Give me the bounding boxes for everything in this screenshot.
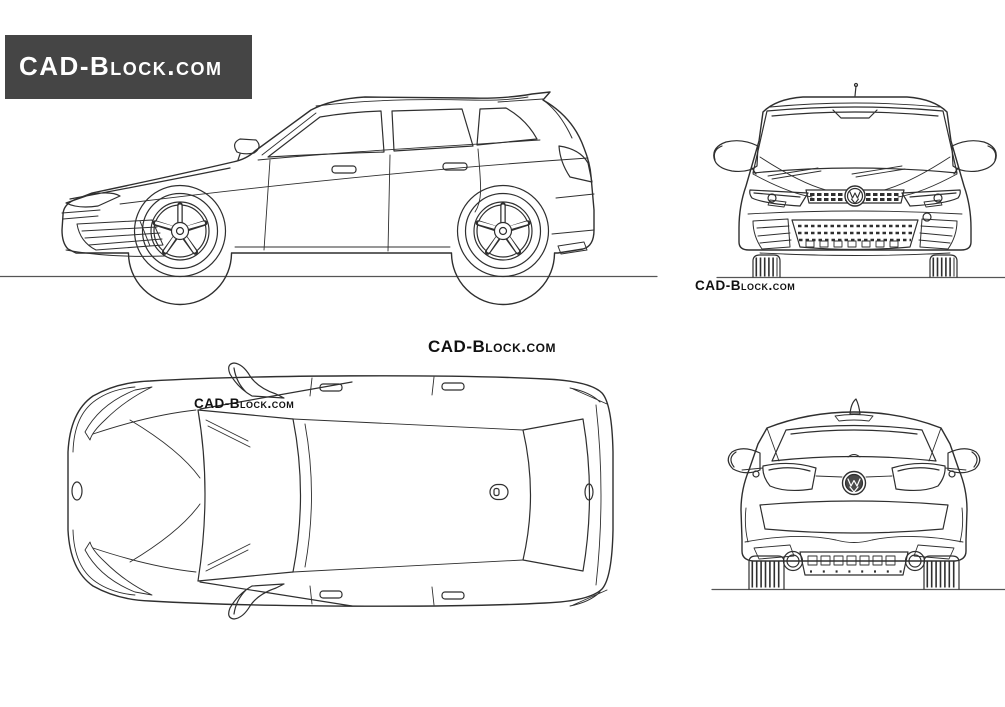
top-a-pillars — [197, 381, 353, 607]
rear-bumper-crease — [744, 536, 964, 543]
front-grille-band — [805, 189, 905, 204]
side-body-outline — [61, 91, 595, 306]
top-wipers — [205, 419, 251, 572]
vw-emblem-rear-fill — [844, 473, 864, 493]
front-parking-sensor — [922, 212, 932, 222]
front-turn-indicators — [767, 199, 943, 208]
top-door-handle-1 — [319, 383, 343, 392]
side-door-seams — [263, 148, 482, 252]
top-front-bumper-lines — [72, 386, 136, 596]
rear-right-tire — [923, 555, 960, 590]
front-wipers — [767, 165, 906, 180]
front-right-mirror — [951, 140, 997, 175]
watermark-center: CAD-Block.com — [428, 337, 556, 356]
front-view — [713, 82, 1005, 279]
side-taillight — [558, 145, 593, 183]
front-body-outline — [738, 96, 972, 251]
top-view — [67, 362, 614, 620]
top-rear-window — [522, 418, 591, 572]
side-rear-wheel — [458, 186, 549, 277]
top-roof-front-arc — [292, 418, 302, 573]
top-door-handle-4 — [441, 591, 465, 600]
rear-right-exhaust-inner — [908, 554, 922, 568]
side-rear-bumper — [542, 99, 595, 255]
side-character-lines — [119, 139, 589, 248]
rear-diffuser-vents — [807, 555, 896, 566]
top-hood-seams — [92, 409, 201, 573]
top-antenna-slot — [493, 487, 500, 497]
side-mirror — [234, 138, 260, 161]
side-roof-lines — [261, 96, 544, 156]
cad-block-logo: CAD-Block.com — [5, 35, 252, 99]
vw-emblem-rear-letters — [847, 478, 861, 493]
top-body-outline — [67, 375, 614, 607]
side-front-wheel — [135, 186, 226, 277]
side-view — [0, 91, 658, 306]
front-lower-grille-mesh — [798, 224, 912, 242]
watermark-top-view: CAD-Block.com — [194, 396, 295, 411]
top-left-mirror — [228, 362, 285, 399]
front-antenna-tip — [853, 82, 859, 88]
front-lower-grille — [791, 219, 919, 251]
top-right-mirror — [228, 583, 285, 620]
front-headlights — [749, 189, 961, 207]
front-left-mirror — [713, 140, 759, 175]
front-roofline — [769, 102, 941, 108]
top-door-handle-3 — [319, 590, 343, 599]
front-left-intake — [752, 218, 792, 250]
front-left-tire — [752, 254, 781, 278]
front-left-headlight-lens — [767, 193, 777, 203]
top-sunroof-arc — [304, 423, 312, 568]
top-antenna — [489, 483, 509, 501]
top-front-emblem — [71, 481, 83, 501]
side-door-handle-rear — [442, 162, 468, 171]
watermark-front-view: CAD-Block.com — [695, 278, 796, 293]
front-right-intake — [918, 218, 958, 250]
rear-right-mirror-knob — [948, 470, 956, 478]
rear-shoulder-lines — [741, 467, 967, 478]
front-splitter — [759, 252, 951, 256]
rear-brake-light — [834, 414, 874, 422]
top-door-seams — [309, 376, 435, 606]
front-hood-lines — [752, 156, 958, 198]
rear-reflectors — [753, 544, 955, 560]
rear-window — [771, 424, 937, 462]
rear-left-mirror-knob — [752, 470, 760, 478]
top-headlights — [84, 386, 153, 596]
side-windows — [267, 107, 538, 158]
front-antenna — [854, 85, 857, 97]
rear-diffuser — [799, 551, 909, 576]
rear-fender-lines — [744, 507, 964, 543]
rear-antenna — [849, 398, 861, 415]
side-door-handle-front — [331, 165, 357, 174]
front-right-tire — [929, 254, 958, 278]
rear-wiper-base — [847, 454, 861, 458]
top-spoiler-arc — [595, 404, 602, 586]
cad-block-logo-text: CAD-Block.com — [19, 51, 223, 81]
front-windshield — [752, 106, 958, 174]
side-front-bumper — [61, 209, 166, 257]
rear-c-pillars — [766, 427, 942, 462]
top-rear-corner-lights — [569, 387, 608, 607]
rear-left-mirror — [727, 448, 761, 474]
rear-right-mirror — [947, 448, 981, 474]
front-right-headlight-lens — [933, 193, 943, 203]
front-lower-grille-slots — [805, 240, 899, 248]
rear-left-exhaust-inner — [786, 554, 800, 568]
top-door-handle-2 — [441, 382, 465, 391]
rear-left-taillight — [762, 462, 817, 492]
side-headlight — [65, 167, 231, 208]
vw-emblem-front-letters — [849, 191, 861, 205]
front-bumper-seam — [747, 210, 963, 215]
rear-hatch-panel — [759, 500, 949, 534]
rear-left-tire — [748, 555, 785, 590]
rear-view — [711, 398, 1005, 591]
top-cowl — [197, 409, 206, 582]
rear-right-taillight — [891, 462, 946, 492]
top-hatch-wiper-base — [584, 483, 594, 501]
top-roof-rails — [292, 418, 524, 573]
